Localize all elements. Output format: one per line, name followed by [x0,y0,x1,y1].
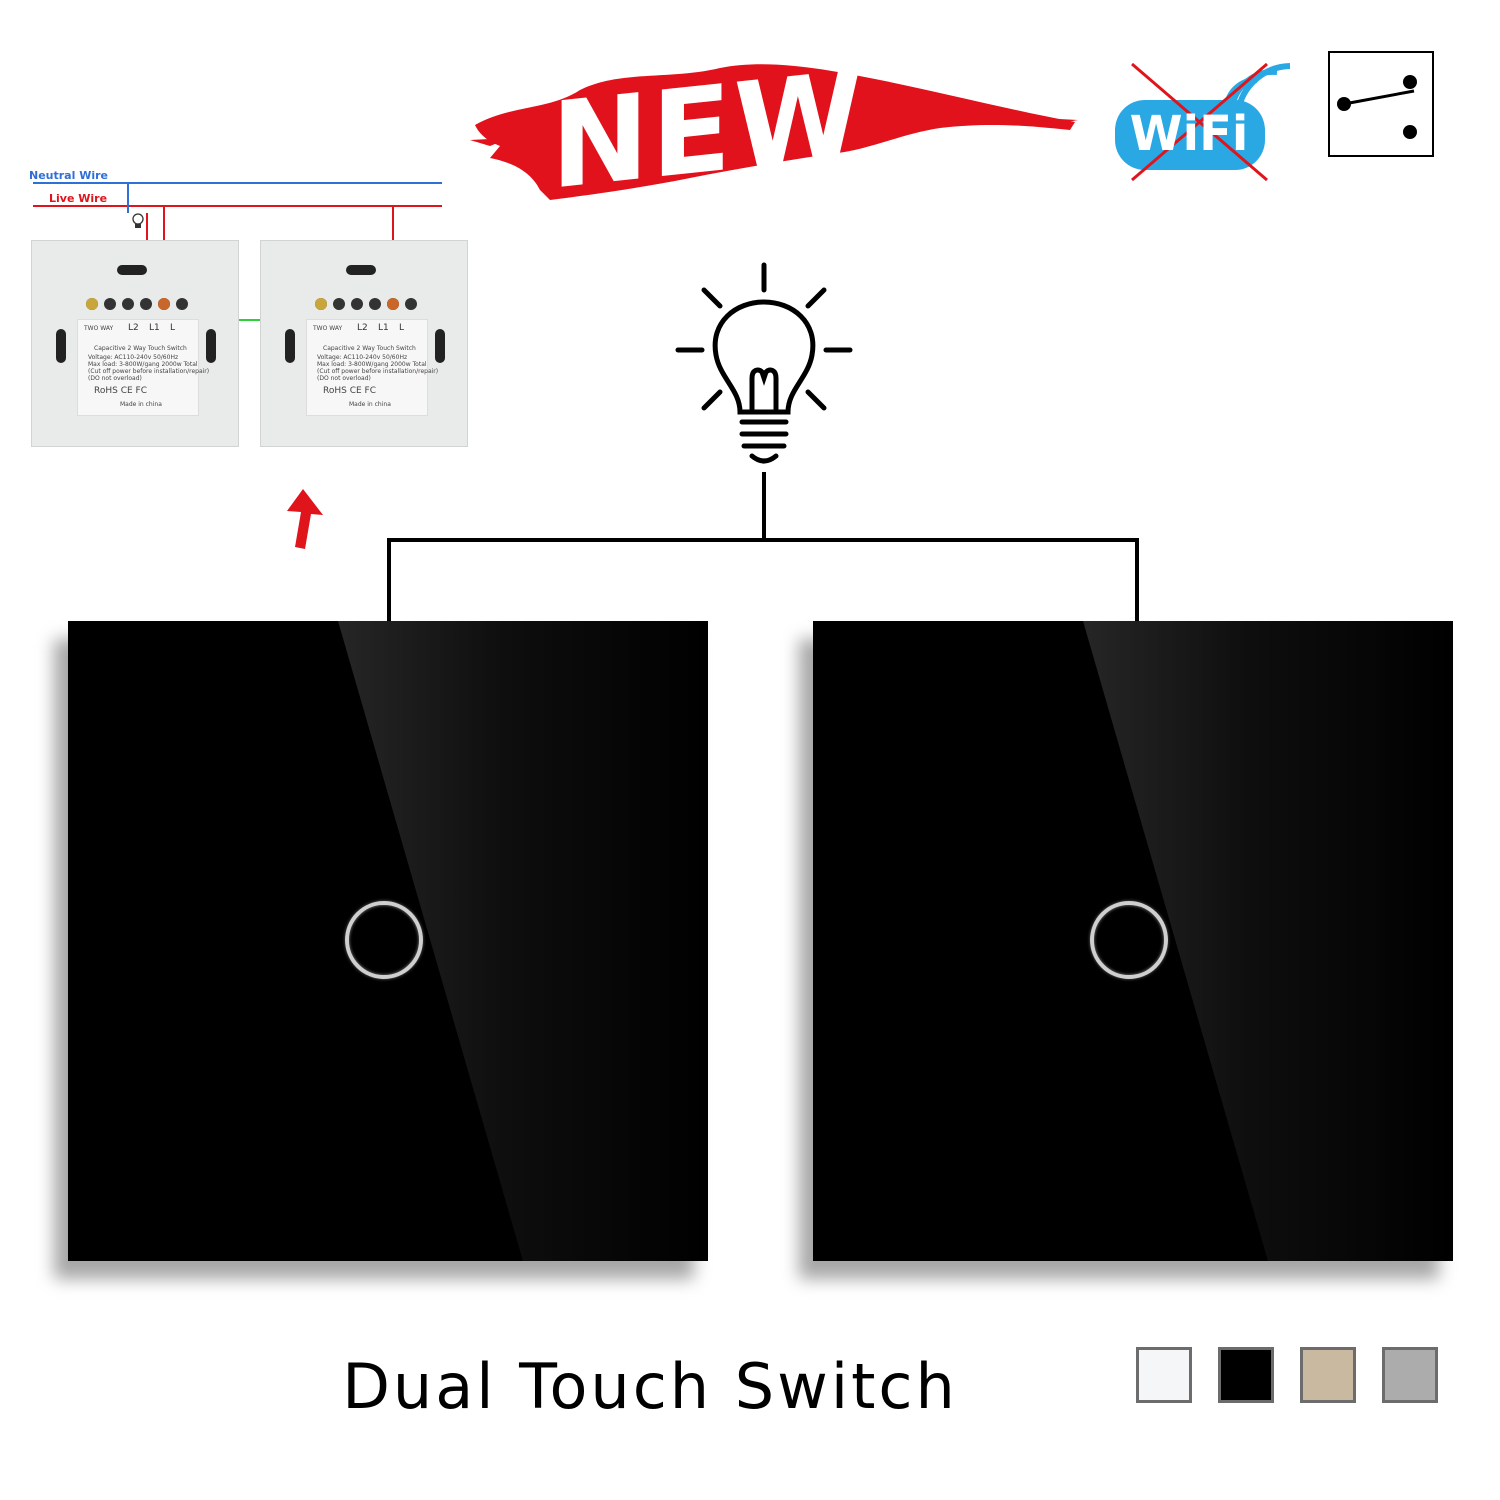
brand-label: TWO WAY [313,325,343,332]
made-in-label: Made in china [120,401,162,408]
red-brush-stroke [470,64,1078,200]
made-in-label: Made in china [349,401,391,408]
warning-label-1: (Cut off power before installation/repai… [88,368,210,375]
terminal-row [313,296,423,310]
terminal-row [84,296,194,310]
light-bulb-icon [670,260,860,474]
max-load-label: Max load: 3-800W/gang 2000w Total [317,361,427,368]
side-slot-right [206,329,216,363]
module-body [306,319,428,416]
wifi-text: WiFi [1129,106,1249,162]
warning-label-1: (Cut off power before installation/repai… [317,368,439,375]
live-wire-label: Live Wire [49,192,108,205]
warning-label-2: (DO not overload) [317,375,371,382]
touch-ring-icon[interactable] [345,901,423,979]
new-banner: NEW [470,44,1080,216]
swatch-white[interactable] [1136,1347,1192,1403]
small-bulb-icon [129,211,147,235]
side-slot-right [435,329,445,363]
touch-panel-right [813,621,1453,1261]
no-wifi-icon: WiFi [1112,60,1292,185]
glass-reflection [1083,621,1453,1261]
terminal-l1: L1 [378,323,389,333]
product-label: Capacitive 2 Way Touch Switch [94,345,187,352]
warning-label-2: (DO not overload) [88,375,142,382]
module-body [77,319,199,416]
wiring-diagram: Neutral Wire Live Wire TWO WAY L2 L1 L C… [25,165,475,455]
product-title: Dual Touch Switch [342,1350,958,1423]
voltage-label: Voltage: AC110-240v 50/60Hz [88,354,179,361]
terminal-l: L [170,323,176,333]
brand-label: TWO WAY [84,325,114,332]
two-way-switch-icon [1328,51,1434,157]
voltage-label: Voltage: AC110-240v 50/60Hz [317,354,408,361]
glass-reflection [338,621,708,1261]
terminal-l2: L2 [357,323,368,333]
swatch-gold[interactable] [1300,1347,1356,1403]
switch-module-1: TWO WAY L2 L1 L Capacitive 2 Way Touch S… [31,240,239,447]
touch-panel-left [68,621,708,1261]
up-arrow-icon [275,487,325,556]
side-slot-left [285,329,295,363]
neutral-wire-label: Neutral Wire [29,169,108,182]
swatch-grey[interactable] [1382,1347,1438,1403]
connector-lines [387,472,1139,622]
side-slot-left [56,329,66,363]
touch-ring-icon[interactable] [1090,901,1168,979]
mount-slot [117,265,147,275]
cert-marks: RoHS CE FC [323,386,376,396]
product-label: Capacitive 2 Way Touch Switch [323,345,416,352]
switch-module-2: TWO WAY L2 L1 L Capacitive 2 Way Touch S… [260,240,468,447]
terminal-l: L [399,323,405,333]
max-load-label: Max load: 3-800W/gang 2000w Total [88,361,198,368]
swatch-black[interactable] [1218,1347,1274,1403]
terminal-l2: L2 [128,323,139,333]
cert-marks: RoHS CE FC [94,386,147,396]
terminal-l1: L1 [149,323,160,333]
mount-slot [346,265,376,275]
